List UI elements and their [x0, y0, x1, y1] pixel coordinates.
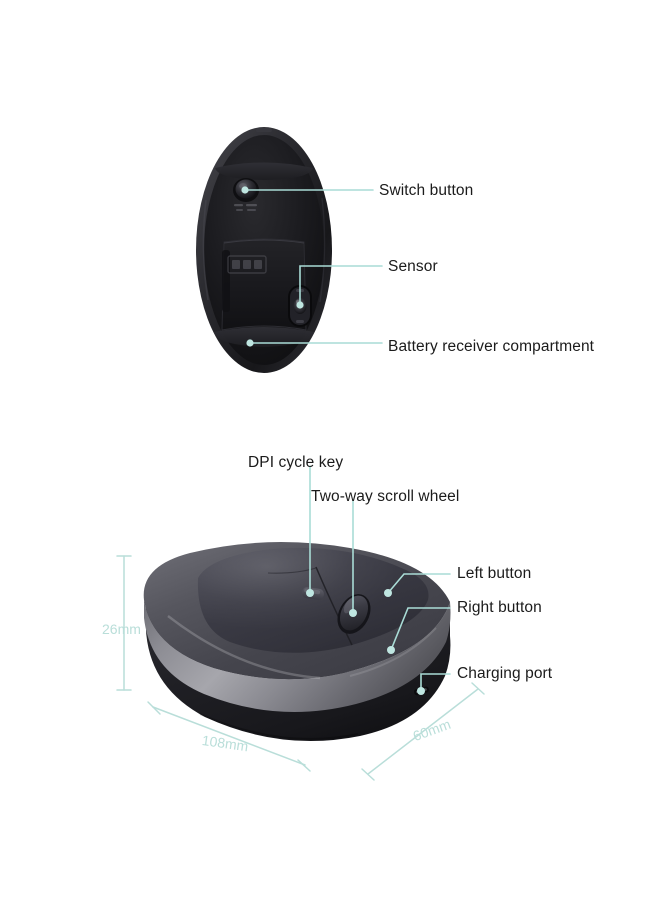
dot-dpi-cycle-key — [306, 589, 314, 597]
callout-label-switch-button: Switch button — [379, 182, 474, 199]
upper-foot-pad — [215, 162, 313, 180]
dot-charging-port — [417, 687, 425, 695]
callout-label-charging-port: Charging port — [457, 665, 553, 682]
leader-left-button — [387, 573, 451, 594]
bottom-view-leader-lines — [244, 189, 383, 344]
leader-sensor — [299, 265, 383, 306]
regulatory-label — [227, 255, 267, 274]
leader-right-button — [390, 607, 451, 651]
switch-legend-print — [234, 204, 257, 211]
leader-charging-port — [420, 673, 451, 691]
mouse-side-band — [144, 600, 451, 712]
dimension-length-108mm — [147, 701, 311, 772]
dimension-lines — [116, 555, 485, 781]
mouse-top-illustration — [143, 542, 451, 742]
callout-label-two-way-scroll-wheel: Two-way scroll wheel — [311, 488, 460, 505]
lower-foot-pad — [214, 327, 314, 347]
dot-battery-compartment — [246, 339, 254, 347]
callout-label-dpi-cycle-key: DPI cycle key — [248, 454, 344, 471]
dimension-width-60mm — [361, 682, 485, 781]
callout-label-battery-receiver-compartment: Battery receiver compartment — [388, 338, 595, 355]
dot-sensor — [296, 301, 304, 309]
top-view-leader-dots — [306, 589, 425, 695]
callout-label-right-button: Right button — [457, 599, 542, 616]
mouse-base — [146, 606, 451, 742]
dot-switch-button — [241, 186, 249, 194]
mouse-underside-illustration — [196, 127, 332, 373]
callout-label-left-button: Left button — [457, 565, 532, 582]
dot-scroll-wheel — [349, 609, 357, 617]
button-split-seam — [315, 566, 353, 646]
dimension-label-height: 26mm — [102, 621, 141, 637]
bottom-view-leader-dots — [241, 186, 304, 347]
top-view-leader-lines — [309, 465, 451, 691]
callout-label-sensor: Sensor — [388, 258, 438, 275]
dot-right-button — [387, 646, 395, 654]
dimension-height-26mm — [116, 555, 132, 691]
dot-left-button — [384, 589, 392, 597]
